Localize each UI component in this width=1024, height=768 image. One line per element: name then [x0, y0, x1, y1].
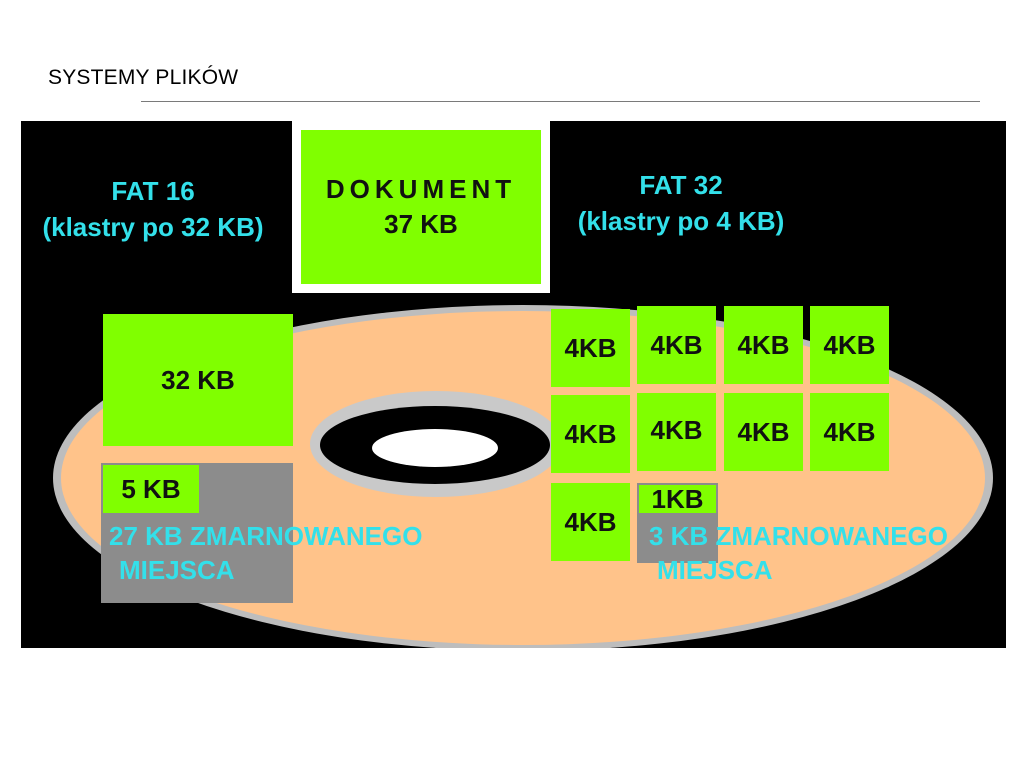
fat16-cluster-full-label: 32 KB [161, 364, 235, 395]
title-divider [141, 101, 980, 102]
document-size: 37 KB [384, 209, 458, 239]
fat16-waste-line2: MIEJSCA [119, 555, 235, 585]
fat16-used-part: 5 KB [103, 465, 199, 513]
slide-title: SYSTEMY PLIKÓW [48, 66, 239, 89]
document-box: DOKUMENT 37 KB [301, 130, 541, 284]
document-label: DOKUMENT [325, 174, 517, 204]
fat32-cluster: 4KB [724, 306, 803, 384]
fat32-waste-label: 3 KB ZMARNOWANEGO MIEJSCA [649, 519, 948, 587]
fat32-used-part-label: 1KB [651, 483, 704, 514]
fat32-used-part: 1KB [639, 483, 716, 514]
fat32-cluster: 4KB [551, 309, 630, 387]
fat32-cluster: 4KB [810, 306, 889, 384]
fat32-cluster: 4KB [637, 306, 716, 384]
fat32-cluster: 4KB [637, 393, 716, 471]
fat16-waste-label: 27 KB ZMARNOWANEGO MIEJSCA [109, 519, 422, 587]
fat32-heading: FAT 32 (klastry po 4 KB) [556, 167, 806, 239]
fat32-name: FAT 32 [639, 170, 723, 200]
fat32-cluster: 4KB [551, 483, 630, 561]
fat32-cluster: 4KB [551, 395, 630, 473]
fat32-waste-line1: 3 KB ZMARNOWANEGO [649, 521, 948, 551]
fat32-cluster-note: (klastry po 4 KB) [577, 206, 785, 236]
fat16-used-part-label: 5 KB [121, 473, 181, 504]
file-system-diagram: DOKUMENT 37 KB FAT 16 (klastry po 32 KB)… [21, 121, 1006, 648]
fat32-cluster: 4KB [810, 393, 889, 471]
fat16-waste-line1: 27 KB ZMARNOWANEGO [109, 521, 423, 551]
fat16-cluster-note: (klastry po 32 KB) [42, 212, 264, 242]
fat16-cluster-full: 32 KB [103, 314, 293, 446]
fat32-waste-line2: MIEJSCA [657, 555, 773, 585]
fat32-cluster: 4KB [724, 393, 803, 471]
disk-spindle-hole [372, 429, 498, 467]
fat16-name: FAT 16 [111, 176, 195, 206]
fat16-heading: FAT 16 (klastry po 32 KB) [21, 173, 285, 245]
